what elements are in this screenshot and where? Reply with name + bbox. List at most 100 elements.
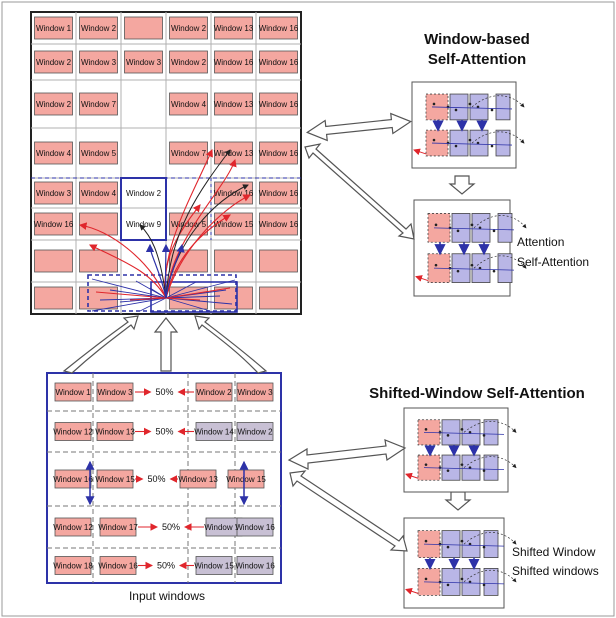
panel-link-blue [423,467,505,471]
bottom-window-label: Window 15 [194,562,234,571]
panel-dot [424,577,428,581]
top-window-cell [79,181,118,205]
bottom-window-label: Window 13 [95,428,135,437]
panel-dot [478,266,482,270]
bottom-window-label: Window 1 [55,388,91,397]
top-window-label: Window 4 [81,189,117,198]
top-window-cell [259,50,298,74]
panel-dot [490,144,494,148]
double-arrow-bottom-grid-to-panel-3 [287,439,407,470]
double-arrow-grid-to-panel-2 [304,143,415,240]
panel-dot [468,102,472,106]
panel-dot [446,469,450,472]
bottom-window-label: Window 13 [178,475,218,484]
bottom-window-label: Window 2 [196,388,232,397]
panel-block-lavender [483,419,499,446]
bottom-window-label: Window 14 [194,428,234,437]
panel-dot [460,577,464,581]
fan-line-blue [165,297,211,312]
panel-dot [482,469,486,472]
top-window-cell [79,286,118,310]
top-window-label: Window 3 [81,58,117,67]
fan-line-blue [165,281,197,299]
top-window-label: Window 4 [36,149,72,158]
panel-dot [432,102,436,106]
top-window-label: Window 9 [126,220,162,229]
bottom-window-label: Window 16 [53,475,93,484]
panel-dot [492,269,496,273]
panel-dot [476,141,480,145]
down-arrow-top-panels [448,175,476,195]
bottom-window-cell [236,422,274,441]
panel-dot [460,463,464,466]
panel-dot [454,144,458,148]
top-window-cell [214,16,253,40]
panel-link-blue [423,581,505,585]
panel-dot [446,434,450,437]
top-window-cell [79,249,118,273]
top-window-label: Window 16 [259,24,299,33]
bottom-window-cell [236,517,274,537]
top-window-cell [34,181,73,205]
top-window-label: Window 3 [36,189,72,198]
bottom-window-cell [54,422,92,441]
panel-block-lavender [441,568,461,596]
top-window-label: Window 2 [171,24,207,33]
shift-percent-label: 50% [155,427,173,437]
panel-curve [463,456,517,469]
attention-arrow-red [165,194,251,299]
top-window-label: Window 16 [259,100,299,109]
panel-dot [446,583,450,587]
panel-dot [456,269,460,273]
panel-block-lavender [495,93,511,121]
panel-link-blue [433,227,515,231]
top-window-label: Window 2 [81,24,117,33]
panel-block-lavender [441,530,461,558]
top-window-cell [169,16,208,40]
top-window-cell [259,16,298,40]
panel-dot [424,463,428,466]
top-window-cell [34,92,73,116]
panel-block-lavender [495,129,511,157]
shift-percent-label: 50% [147,474,165,484]
panel-dot [432,138,436,142]
attention-arrow-blue [145,243,167,299]
top-window-cell [214,286,253,310]
fan-line-blue [91,278,167,299]
bottom-window-cell [236,556,274,575]
top-window-cell [259,141,298,165]
top-window-label: Window 16 [214,58,254,67]
top-window-label: Window 5 [81,149,117,158]
panel-red-arrow [413,148,427,156]
fan-line-red [165,297,201,301]
top-window-label: Window 2 [36,100,72,109]
panel-dot [492,229,496,233]
heading-window-based-line1: Window-based [424,31,530,48]
top-window-label: Window 2 [36,58,72,67]
top-window-cell [169,50,208,74]
attention-panel-3 [403,407,517,493]
attention-arrow-black [165,149,231,299]
top-window-cell [214,249,253,273]
panel-dot [468,580,472,584]
bottom-window-cell [54,382,92,402]
bottom-window-cell [96,422,134,441]
attention-arrow-black [139,224,167,299]
top-window-label: Window 13 [214,100,254,109]
top-window-label: Window 16 [259,220,299,229]
heading-shifted-window: Shifted-Window Self-Attention [369,385,585,402]
bottom-window-label: Window 18 [204,523,244,532]
panel-block-lavender [441,454,461,481]
panel-dot [482,434,486,437]
fan-line-blue [165,295,221,299]
attention-arrow-blue [165,243,185,299]
panel-red-arrow [415,275,429,282]
top-window-label: Window 2 [171,58,207,67]
panel-curve [471,131,525,144]
top-window-cell [79,92,118,116]
top-window-cell [34,286,73,310]
bottom-window-label: Window 12 [53,428,93,437]
top-window-cell [79,141,118,165]
